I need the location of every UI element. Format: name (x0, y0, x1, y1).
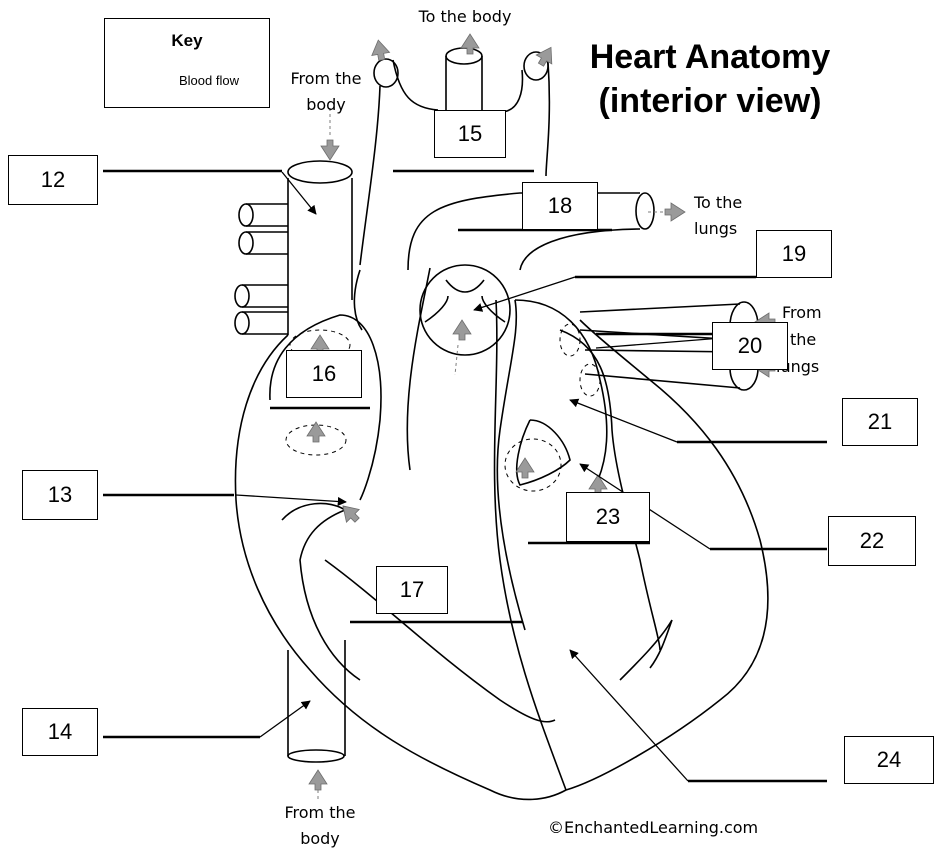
pointer-20 (596, 338, 722, 348)
pointer-12 (282, 172, 316, 214)
number-box-23: 23 (566, 492, 650, 542)
number-box-21: 21 (842, 398, 918, 446)
pointer-14 (260, 701, 310, 737)
number-box-22: 22 (828, 516, 916, 566)
pointer-lines (236, 172, 722, 781)
number-box-24: 24 (844, 736, 934, 784)
number-box-13: 13 (22, 470, 98, 520)
title-line-1: Heart Anatomy (560, 36, 860, 78)
label-from-body-top-2: body (276, 94, 376, 116)
pointer-19 (474, 277, 575, 310)
key-box: Key Blood flow (104, 18, 270, 108)
label-from-lungs-1: From (782, 302, 822, 324)
label-from-body-top-1: From the (276, 68, 376, 90)
number-box-16: 16 (286, 350, 362, 398)
left-vessels (242, 204, 288, 334)
pointer-21 (570, 400, 677, 442)
copyright-text: ©EnchantedLearning.com (548, 818, 758, 837)
label-from-body-bottom-2: body (270, 828, 370, 850)
number-box-18: 18 (522, 182, 598, 230)
number-box-19: 19 (756, 230, 832, 278)
label-to-lungs-2: lungs (694, 218, 737, 240)
number-box-20: 20 (712, 322, 788, 370)
pointer-13 (236, 495, 346, 502)
number-box-15: 15 (434, 110, 506, 158)
number-box-12: 12 (8, 155, 98, 205)
label-to-lungs-1: To the (694, 192, 742, 214)
label-to-body-top: To the body (400, 6, 530, 28)
key-entry: Blood flow (179, 73, 239, 88)
blood-flow-arrows (307, 34, 775, 790)
number-box-17: 17 (376, 566, 448, 614)
key-title: Key (105, 31, 269, 51)
label-from-body-bottom-1: From the (270, 802, 370, 824)
number-box-14: 14 (22, 708, 98, 756)
title-line-2: (interior view) (560, 80, 860, 122)
answer-lines (103, 171, 827, 781)
label-from-lungs-2: the (790, 329, 816, 351)
